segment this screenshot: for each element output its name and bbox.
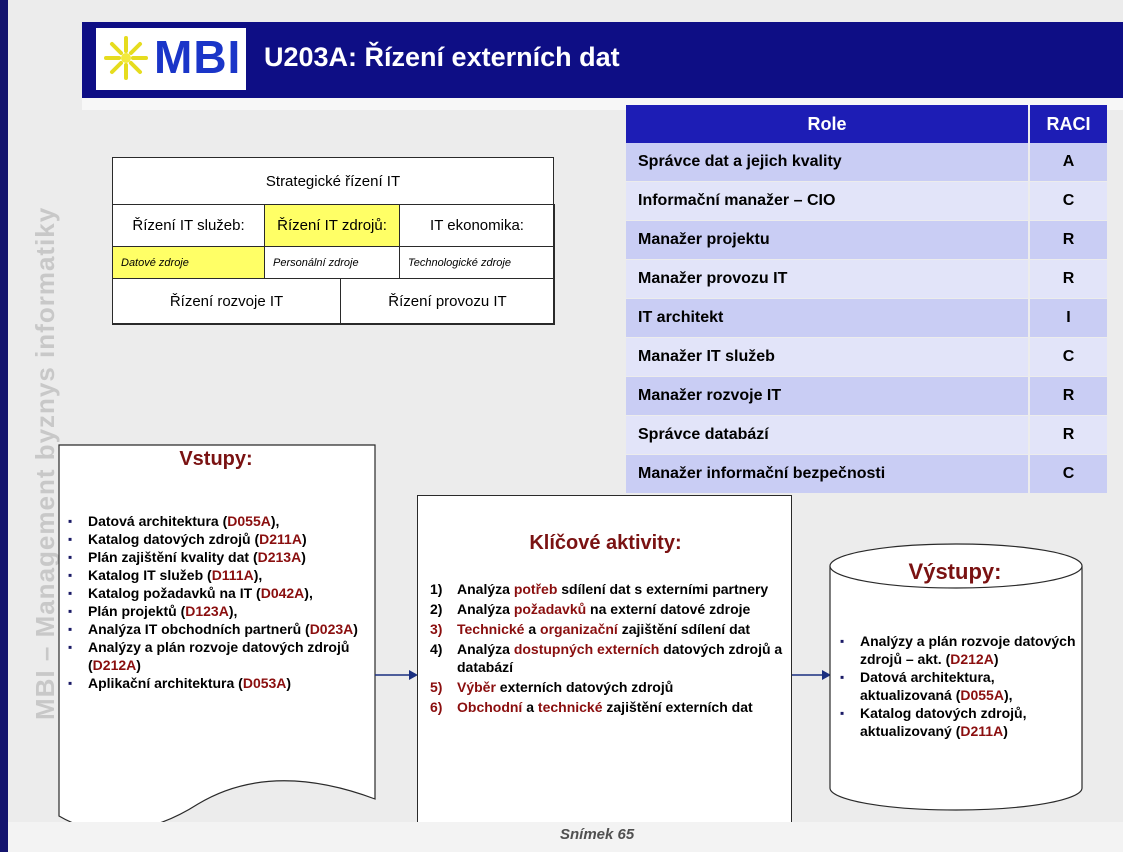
org-top-cell: Strategické řízení IT — [112, 157, 554, 205]
raci-value-cell: R — [1030, 416, 1107, 454]
raci-value-cell: A — [1030, 143, 1107, 181]
raci-row: Správce databází R — [626, 416, 1107, 454]
outputs-title: Výstupy: — [908, 559, 1002, 584]
activities-list: 1)Analýza potřeb sdílení dat s externími… — [430, 580, 785, 718]
raci-header-row: Role RACI — [626, 105, 1107, 143]
list-item: 3)Technické a organizační zajištění sdíl… — [430, 621, 751, 637]
org-col3-cell: IT ekonomika: — [399, 204, 555, 247]
arrow-right-icon — [375, 670, 418, 680]
org-sub3-cell: Technologické zdroje — [399, 246, 555, 279]
outputs-list: Analýzy a plán rozvoje datových zdrojů –… — [838, 632, 1078, 740]
footer-band — [8, 822, 1123, 852]
list-item: Katalog datových zdrojů (D211A) — [66, 530, 366, 548]
raci-value-cell: R — [1030, 221, 1107, 259]
org-col1-cell: Řízení IT služeb: — [112, 204, 265, 247]
mbi-logo: MBI — [96, 28, 246, 90]
raci-row: Správce dat a jejich kvality A — [626, 143, 1107, 181]
list-item: Katalog datových zdrojů, aktualizovaný (… — [838, 704, 1078, 740]
page-title: U203A: Řízení externích dat — [264, 42, 620, 72]
raci-header-role: Role — [626, 105, 1028, 143]
list-item: Plán projektů (D123A), — [66, 602, 366, 620]
list-item: Analýzy a plán rozvoje datových zdrojů –… — [838, 632, 1078, 668]
raci-row: Manažer projektu R — [626, 221, 1107, 259]
raci-row: Informační manažer – CIO C — [626, 182, 1107, 220]
list-item: 4)Analýza dostupných externích datových … — [430, 641, 783, 675]
header-bar: MBI U203A: Řízení externích dat — [82, 22, 1123, 98]
org-bottom-left-cell: Řízení rozvoje IT — [112, 278, 341, 325]
raci-role-cell: Manažer provozu IT — [626, 260, 1028, 298]
raci-row: Manažer rozvoje IT R — [626, 377, 1107, 415]
list-item: Plán zajištění kvality dat (D213A) — [66, 548, 366, 566]
sun-icon — [104, 36, 148, 80]
raci-value-cell: I — [1030, 299, 1107, 337]
raci-header-raci: RACI — [1030, 105, 1107, 143]
left-accent-band — [0, 0, 8, 852]
inputs-title: Vstupy: — [179, 448, 253, 470]
raci-value-cell: C — [1030, 182, 1107, 220]
raci-role-cell: Manažer informační bezpečnosti — [626, 455, 1028, 493]
raci-role-cell: Informační manažer – CIO — [626, 182, 1028, 220]
list-item: 6)Obchodní a technické zajištění externí… — [430, 699, 753, 715]
list-item: 5)Výběr externích datových zdrojů — [430, 679, 674, 695]
key-activities-box: Klíčové aktivity: 1)Analýza potřeb sdíle… — [417, 495, 792, 852]
raci-role-cell: IT architekt — [626, 299, 1028, 337]
arrow-right-icon — [792, 670, 831, 680]
list-item: Datová architektura (D055A), — [66, 512, 366, 530]
org-sub2-cell: Personální zdroje — [264, 246, 400, 279]
org-chart: Strategické řízení IT Řízení IT služeb: … — [112, 157, 555, 325]
raci-row: Manažer informační bezpečnosti C — [626, 455, 1107, 493]
raci-role-cell: Manažer rozvoje IT — [626, 377, 1028, 415]
org-col2-cell: Řízení IT zdrojů: — [264, 204, 400, 247]
list-item: 2)Analýza požadavků na externí datové zd… — [430, 601, 751, 617]
raci-role-cell: Správce dat a jejich kvality — [626, 143, 1028, 181]
raci-row: IT architekt I — [626, 299, 1107, 337]
org-bottom-right-cell: Řízení provozu IT — [340, 278, 555, 325]
raci-role-cell: Manažer IT služeb — [626, 338, 1028, 376]
raci-value-cell: C — [1030, 455, 1107, 493]
raci-value-cell: R — [1030, 260, 1107, 298]
raci-row: Manažer IT služeb C — [626, 338, 1107, 376]
raci-value-cell: R — [1030, 377, 1107, 415]
raci-role-cell: Manažer projektu — [626, 221, 1028, 259]
list-item: Katalog požadavků na IT (D042A), — [66, 584, 366, 602]
list-item: 1)Analýza potřeb sdílení dat s externími… — [430, 581, 769, 597]
list-item: Analýzy a plán rozvoje datových zdrojů (… — [66, 638, 366, 674]
raci-role-cell: Správce databází — [626, 416, 1028, 454]
list-item: Analýza IT obchodních partnerů (D023A) — [66, 620, 366, 638]
raci-row: Manažer provozu IT R — [626, 260, 1107, 298]
activities-title: Klíčové aktivity: — [529, 532, 682, 554]
list-item: Aplikační architektura (D053A) — [66, 674, 366, 692]
logo-text: MBI — [154, 31, 242, 83]
list-item: Datová architektura, aktualizovaná (D055… — [838, 668, 1078, 704]
list-item: Katalog IT služeb (D111A), — [66, 566, 366, 584]
inputs-list: Datová architektura (D055A), Katalog dat… — [66, 512, 366, 692]
raci-value-cell: C — [1030, 338, 1107, 376]
slide-number: Snímek 65 — [560, 826, 635, 843]
org-sub1-cell: Datové zdroje — [112, 246, 265, 279]
